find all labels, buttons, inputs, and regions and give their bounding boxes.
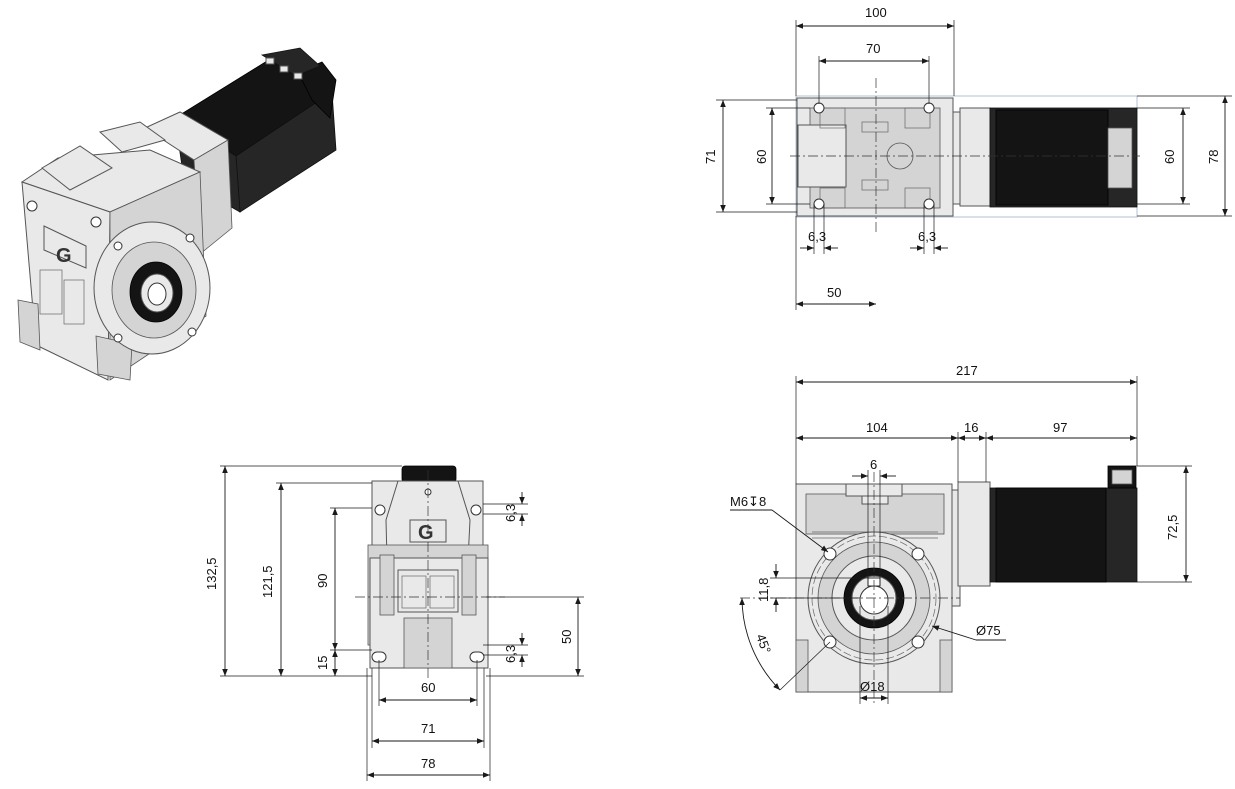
side-dim-104: 104 <box>866 420 888 435</box>
front-dim-71: 71 <box>421 721 435 736</box>
front-motor-cap <box>401 465 457 483</box>
front-view: G 132,5 121,5 90 15 6,3 6,3 50 <box>204 465 584 781</box>
iso-logo-plate: G <box>43 225 87 269</box>
side-dim-angle: 45° <box>753 632 774 656</box>
top-dim-60-left: 60 <box>754 150 769 164</box>
side-motor <box>989 465 1138 583</box>
side-thread-label: M6↧8 <box>730 494 766 509</box>
iso-adapter <box>143 111 233 255</box>
side-dim-d75: Ø75 <box>976 623 1001 638</box>
side-dim-11-8: 11,8 <box>756 578 771 602</box>
top-adapter <box>952 107 991 207</box>
front-dim-90: 90 <box>315 574 330 588</box>
top-dim-50: 50 <box>827 285 841 300</box>
side-dim-d18: Ø18 <box>860 679 885 694</box>
iso-output-flange <box>93 221 211 355</box>
front-logo-letter: G <box>418 522 434 544</box>
top-motor <box>989 107 1138 208</box>
front-dim-60: 60 <box>421 680 435 695</box>
top-dim-70: 70 <box>866 41 880 56</box>
side-dim-6: 6 <box>870 457 877 472</box>
side-dim-97: 97 <box>1053 420 1067 435</box>
side-view: 217 104 16 97 6 M6↧8 11,8 45° Ø75 Ø18 <box>730 363 1192 706</box>
top-dim-71: 71 <box>703 150 718 164</box>
top-dim-slot-right: 6,3 <box>918 229 936 244</box>
side-dim-217: 217 <box>956 363 978 378</box>
top-view: 100 70 71 60 60 78 6,3 6,3 50 <box>703 5 1232 310</box>
top-dim-100: 100 <box>865 5 887 20</box>
front-dim-78: 78 <box>421 756 435 771</box>
side-dim-72-5: 72,5 <box>1165 515 1180 540</box>
front-dim-50: 50 <box>559 630 574 644</box>
front-dim-slot-bottom: 6,3 <box>503 645 518 663</box>
front-dim-slot-top: 6,3 <box>503 504 518 522</box>
front-dim-132-5: 132,5 <box>204 557 219 590</box>
top-dim-60-right: 60 <box>1162 150 1177 164</box>
front-dim-121-5: 121,5 <box>260 565 275 598</box>
iso-logo-letter: G <box>56 245 72 267</box>
top-gearbox <box>796 97 954 217</box>
side-dim-16: 16 <box>964 420 978 435</box>
isometric-view: G <box>17 47 337 381</box>
side-adapter <box>951 481 991 607</box>
top-dim-slot-left: 6,3 <box>808 229 826 244</box>
top-dim-78: 78 <box>1206 150 1221 164</box>
front-dim-15: 15 <box>315 656 330 670</box>
